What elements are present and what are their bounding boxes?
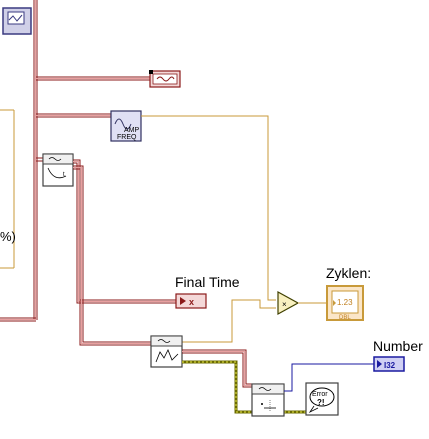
zyklen-type: DBL bbox=[339, 315, 351, 321]
int-wire bbox=[284, 363, 374, 392]
svg-text:×: × bbox=[282, 300, 287, 309]
waveform-graph-vi-icon[interactable] bbox=[150, 335, 183, 368]
freq-label: FREQ bbox=[117, 134, 137, 141]
zyklen-value: 1.23 bbox=[337, 298, 353, 307]
error-text: Error bbox=[312, 391, 328, 398]
multiply-node-icon[interactable]: × bbox=[277, 290, 300, 316]
zyklen-indicator-icon[interactable]: 1.23 DBL bbox=[326, 285, 364, 321]
waveform-chart-icon[interactable] bbox=[2, 7, 32, 35]
waveform-wire-trunk bbox=[0, 0, 38, 322]
waveform-wire-index bbox=[182, 349, 252, 388]
waveform-attribute-icon[interactable]: t bbox=[42, 153, 74, 187]
final-time-label: Final Time bbox=[175, 274, 240, 290]
svg-text:x: x bbox=[189, 297, 194, 307]
number-label: Number bbox=[373, 338, 423, 354]
waveform-wire-down bbox=[73, 159, 176, 346]
number-indicator-icon[interactable]: I32 bbox=[373, 356, 405, 372]
numeric-wire-mult-in bbox=[182, 299, 276, 343]
zyklen-label: Zyklen: bbox=[326, 265, 372, 281]
svg-text:?!: ?! bbox=[317, 398, 325, 407]
amp-freq-vi-icon[interactable]: AMP FREQ bbox=[110, 110, 142, 142]
amp-label: AMP bbox=[124, 127, 140, 134]
svg-text:t: t bbox=[63, 172, 65, 178]
case-structure-frame bbox=[0, 109, 15, 269]
error-wire bbox=[182, 360, 306, 414]
waveform-terminal-icon[interactable] bbox=[149, 70, 181, 88]
number-type: I32 bbox=[384, 361, 396, 370]
waveform-wire-amp bbox=[36, 113, 112, 118]
percent-fragment-label: %) bbox=[0, 229, 16, 244]
numeric-wire-amp bbox=[141, 115, 276, 301]
waveform-wire-top bbox=[36, 76, 150, 81]
waveform-index-vi-icon[interactable] bbox=[251, 383, 285, 417]
error-handler-icon[interactable]: Error ?! bbox=[305, 382, 339, 416]
final-time-terminal-icon[interactable]: x bbox=[175, 293, 207, 309]
